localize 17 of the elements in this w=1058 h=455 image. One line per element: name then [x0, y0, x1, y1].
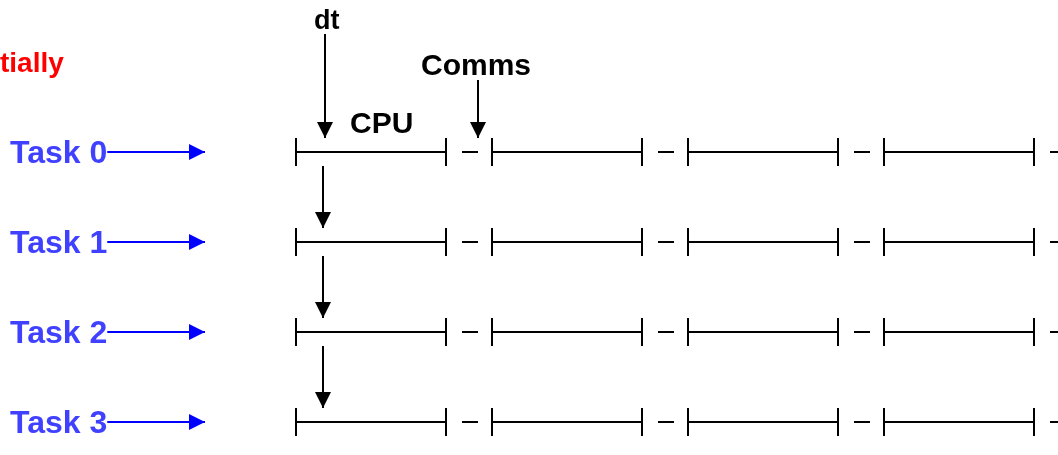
segment-label: CPU: [350, 108, 414, 138]
arrow: [470, 79, 486, 139]
arrow: [315, 345, 331, 409]
arrow: [106, 324, 206, 340]
task-label: Task 1: [10, 227, 108, 257]
arrow: [315, 165, 331, 229]
task-label: Task 0: [10, 137, 108, 167]
heading-text: tially: [0, 49, 64, 77]
arrow: [317, 33, 333, 139]
task-label: Task 2: [10, 317, 108, 347]
arrow: [106, 144, 206, 160]
task-label: Task 3: [10, 407, 108, 437]
arrow: [315, 255, 331, 319]
arrow: [106, 234, 206, 250]
callout-label: dt: [314, 6, 340, 34]
callout-label: Comms: [421, 50, 532, 80]
arrow: [106, 414, 206, 430]
